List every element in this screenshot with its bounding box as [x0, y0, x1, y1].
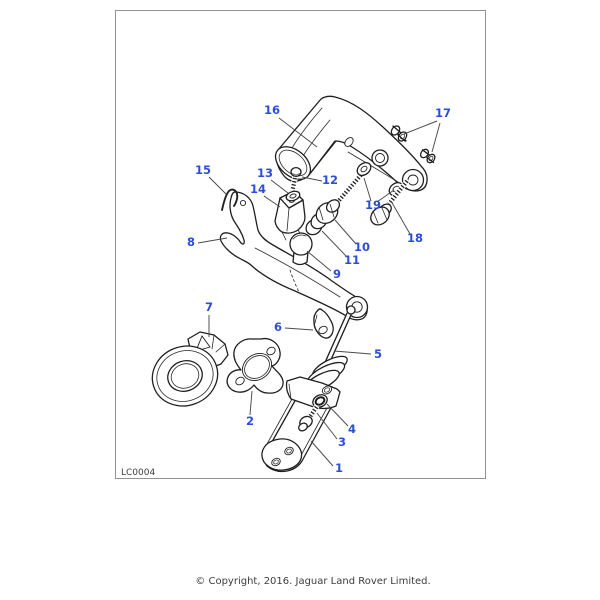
callout-1[interactable]: 1: [335, 461, 343, 475]
copyright-text: © Copyright, 2016. Jaguar Land Rover Lim…: [195, 576, 430, 587]
leader-lines: [197, 117, 441, 467]
callout-12[interactable]: 12: [322, 173, 338, 187]
part-10-nut-drawing: [315, 199, 341, 225]
callout-19[interactable]: 19: [365, 198, 381, 212]
callout-16[interactable]: 16: [264, 103, 280, 117]
callout-18[interactable]: 18: [407, 231, 423, 245]
part-15-pin-drawing: [221, 188, 239, 211]
callout-11[interactable]: 11: [344, 253, 360, 267]
callout-4[interactable]: 4: [348, 422, 356, 436]
part-4-seal-drawing: [312, 394, 328, 408]
part-2-gasket-drawing: [226, 337, 284, 394]
part-13-washer-drawing: [285, 190, 301, 202]
callouts: 1 2 3 4 5 6 7 8 9 10 11 12 13 14 15 16 1…: [187, 103, 451, 475]
part-3-bleed-screw-drawing: [298, 404, 320, 432]
part-6-keeper-drawing: [313, 308, 334, 339]
image-code-label: LC0004: [121, 468, 155, 478]
callout-7[interactable]: 7: [205, 300, 213, 314]
callout-15[interactable]: 15: [195, 163, 211, 177]
callout-3[interactable]: 3: [338, 435, 346, 449]
part-17-bushes-drawing: [390, 125, 436, 164]
callout-10[interactable]: 10: [354, 240, 370, 254]
callout-9[interactable]: 9: [333, 267, 341, 281]
part-7-bearing-drawing: [151, 331, 229, 407]
callout-6[interactable]: 6: [274, 320, 282, 334]
part-9-ball-drawing: [289, 232, 313, 266]
callout-17[interactable]: 17: [435, 106, 451, 120]
callout-14[interactable]: 14: [250, 182, 266, 196]
callout-13[interactable]: 13: [257, 166, 273, 180]
diagram-frame: [115, 10, 486, 479]
callout-8[interactable]: 8: [187, 235, 195, 249]
callout-2[interactable]: 2: [246, 414, 254, 428]
callout-5[interactable]: 5: [374, 347, 382, 361]
part-12-screw-drawing: [289, 166, 302, 191]
